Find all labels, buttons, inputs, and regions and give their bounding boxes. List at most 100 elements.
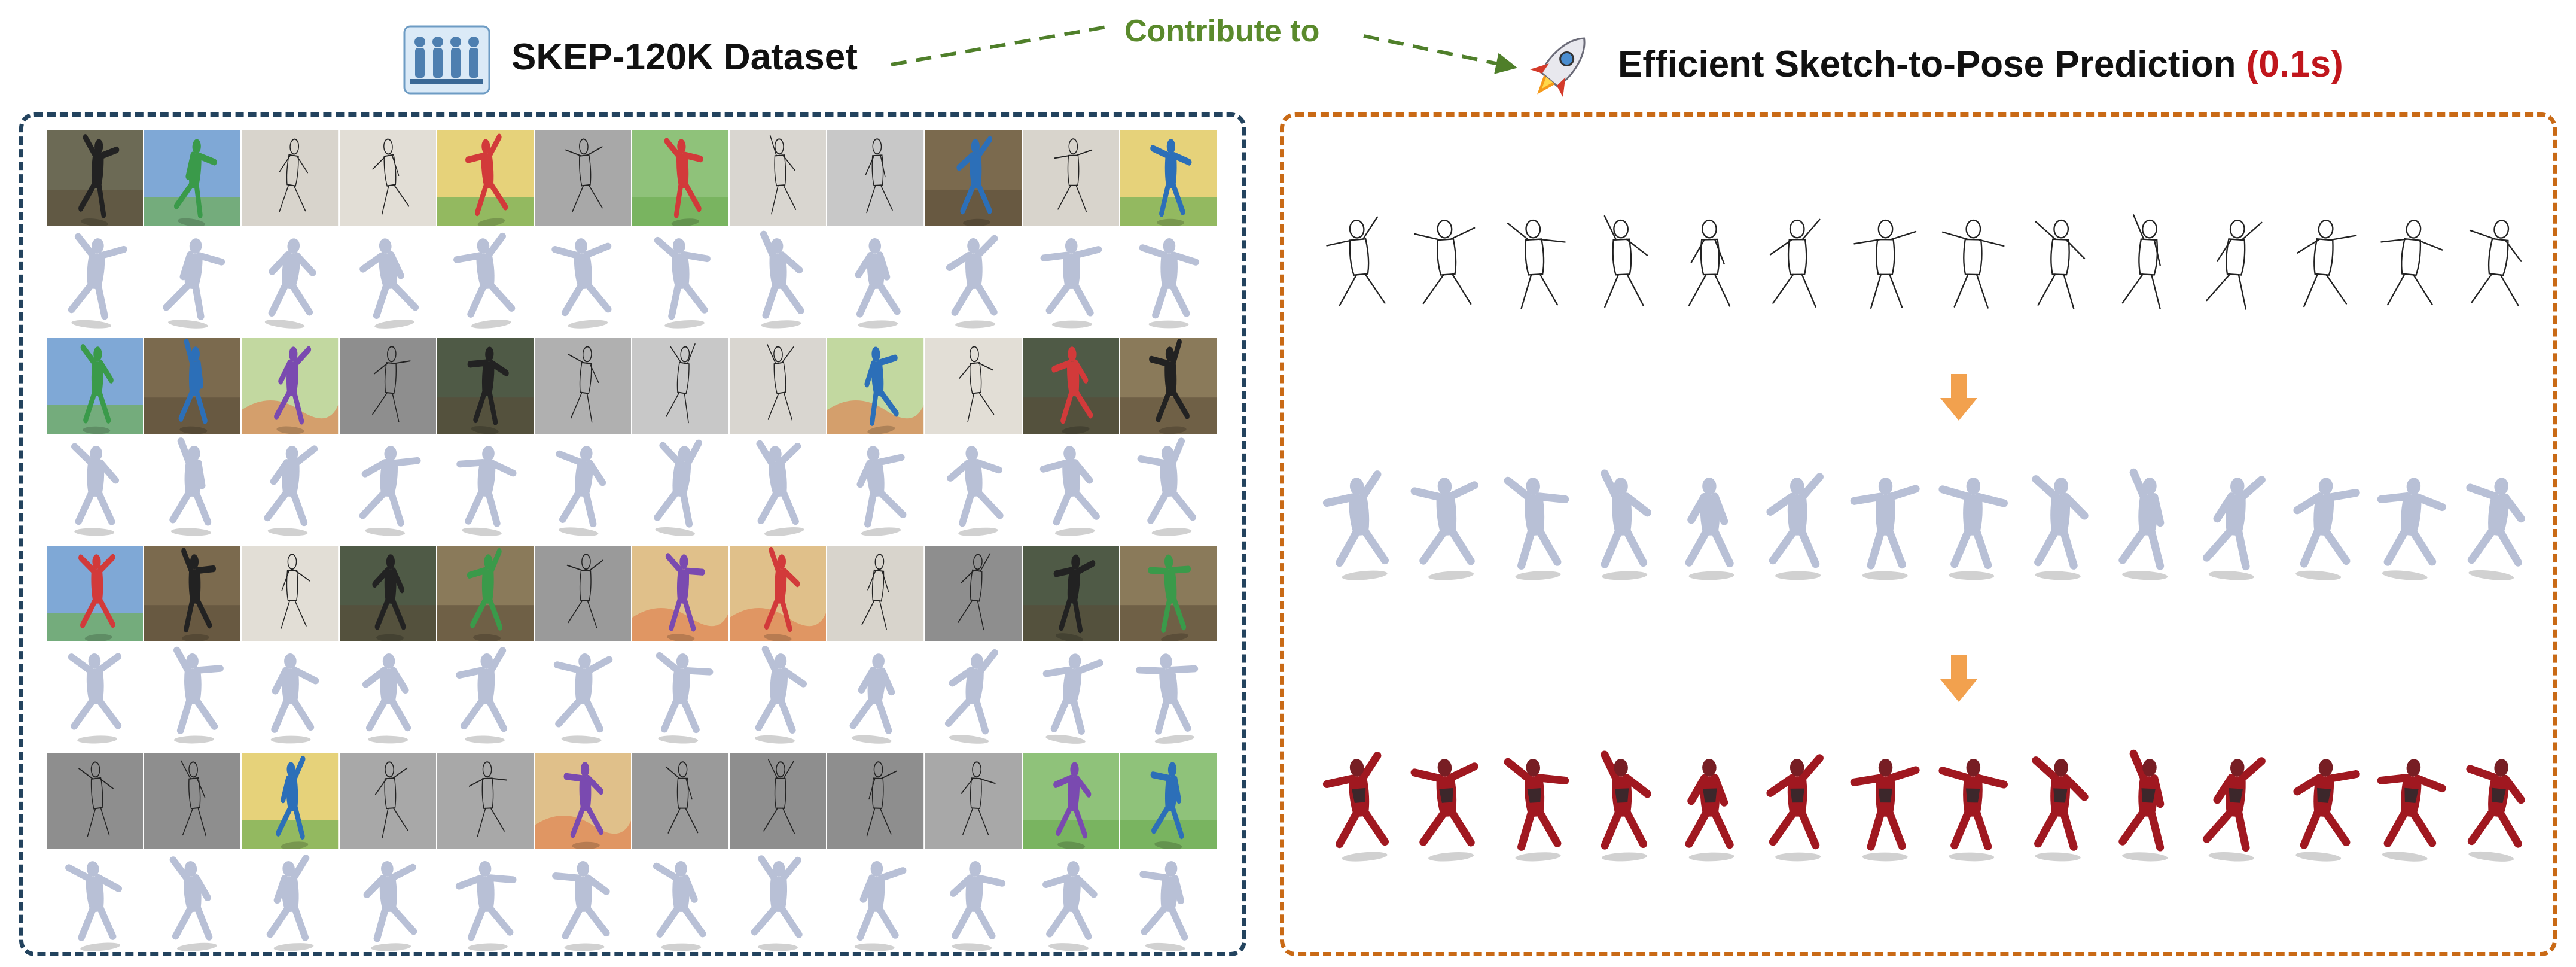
tile-art xyxy=(632,546,729,641)
predicted-mesh-figure xyxy=(2104,395,2191,658)
figure-art xyxy=(2296,220,2356,308)
tile-art xyxy=(632,753,729,849)
pose-mesh-figure xyxy=(632,643,730,750)
pose-mesh-art xyxy=(173,646,224,744)
tile-art xyxy=(144,338,241,434)
tile-art xyxy=(242,753,339,849)
prediction-panel xyxy=(1280,112,2557,956)
dataset-image-tile xyxy=(730,753,828,849)
dataset-image-tile xyxy=(339,338,437,434)
pose-mesh-figure xyxy=(827,850,925,958)
figure-art xyxy=(1322,470,1389,580)
figure-art xyxy=(1766,754,1824,862)
tile-art xyxy=(925,753,1022,849)
tile-art xyxy=(827,338,924,434)
tile-art xyxy=(632,130,729,226)
pose-mesh-art xyxy=(855,238,901,329)
tile-art xyxy=(242,546,339,641)
pose-mesh-figure xyxy=(340,643,437,750)
pose-mesh-figure xyxy=(242,643,339,750)
dataset-image-tile xyxy=(437,130,535,226)
dataset-image-tile xyxy=(242,338,340,434)
dataset-image-tile xyxy=(925,338,1023,434)
predicted-mesh-figure xyxy=(1316,395,1403,658)
dataset-image-tile xyxy=(534,338,633,434)
figure-art xyxy=(1411,478,1479,580)
predicted-mesh-figure xyxy=(1842,395,1929,658)
pose-mesh-figure xyxy=(1120,850,1218,958)
pose-mesh-figure xyxy=(535,435,632,543)
dataset-image-tile xyxy=(925,753,1023,849)
pose-mesh-figure xyxy=(437,435,535,543)
pose-mesh-art xyxy=(946,235,998,329)
tile-art xyxy=(242,338,339,434)
image-row xyxy=(47,546,1218,641)
pose-mesh-art xyxy=(1139,861,1188,951)
pose-mesh-figure xyxy=(925,850,1023,958)
figure-art xyxy=(1504,476,1569,580)
dataset-image-tile xyxy=(47,130,145,226)
tile-art xyxy=(437,338,534,434)
sketch-figure xyxy=(2191,144,2279,395)
predicted-mesh-figure xyxy=(1578,395,1666,658)
pose-mesh-figure xyxy=(144,850,242,958)
pose-row xyxy=(47,227,1218,335)
figure-art xyxy=(2035,219,2086,309)
dataset-image-tile xyxy=(242,546,340,641)
figure-art xyxy=(2206,219,2263,310)
pose-mesh-art xyxy=(71,443,120,536)
tile-art xyxy=(1022,338,1119,434)
tile-art xyxy=(339,338,436,434)
textured-figure xyxy=(1403,676,1490,939)
pose-mesh-art xyxy=(1040,238,1102,329)
dataset-image-tile xyxy=(1120,338,1218,434)
dataset-image-tile xyxy=(437,546,535,641)
pose-mesh-art xyxy=(755,646,807,744)
textured-figure xyxy=(1754,676,1841,939)
mesh-row xyxy=(1316,395,2542,658)
pose-mesh-figure xyxy=(730,435,827,543)
pose-mesh-figure xyxy=(1120,227,1218,335)
dataset-image-tile xyxy=(1120,753,1218,849)
pose-mesh-art xyxy=(751,855,803,951)
pose-mesh-figure xyxy=(925,227,1023,335)
figure-art xyxy=(1601,469,1652,580)
pose-mesh-art xyxy=(551,238,612,329)
pose-mesh-art xyxy=(1139,238,1199,329)
tile-art xyxy=(1120,753,1217,849)
predicted-mesh-figure xyxy=(1666,395,1754,658)
pose-mesh-figure xyxy=(1023,227,1120,335)
pose-mesh-art xyxy=(1136,653,1199,744)
tile-art xyxy=(47,338,144,434)
tile-art xyxy=(1120,130,1217,226)
tile-art xyxy=(534,753,632,849)
pose-mesh-figure xyxy=(47,435,144,543)
tile-art xyxy=(1022,546,1119,641)
sketch-figure xyxy=(1666,144,1754,395)
sketch-figure xyxy=(1403,144,1490,395)
figure-art xyxy=(1411,759,1479,862)
dataset-image-tile xyxy=(47,546,145,641)
pose-mesh-art xyxy=(455,861,517,951)
tile-art xyxy=(242,130,339,226)
tile-art xyxy=(827,130,924,226)
dataset-image-tile xyxy=(925,130,1023,226)
sketch-figure xyxy=(1491,144,1578,395)
contribute-label: Contribute to xyxy=(1124,14,1320,48)
pose-mesh-art xyxy=(1039,446,1100,536)
figure-art xyxy=(2032,756,2089,862)
tile-art xyxy=(47,753,144,849)
pose-row xyxy=(47,435,1218,543)
figure-art xyxy=(1850,478,1920,580)
textured-figure xyxy=(2367,676,2454,939)
pose-mesh-art xyxy=(553,653,613,744)
pose-mesh-figure xyxy=(47,227,144,335)
pose-mesh-art xyxy=(68,653,122,744)
pose-mesh-art xyxy=(362,653,411,744)
pose-mesh-figure xyxy=(632,435,730,543)
dataset-image-tile xyxy=(632,546,730,641)
pose-mesh-figure xyxy=(827,643,925,750)
predicted-mesh-figure xyxy=(2454,395,2541,658)
figure-art xyxy=(2377,759,2446,862)
sketch-figure xyxy=(2279,144,2367,395)
